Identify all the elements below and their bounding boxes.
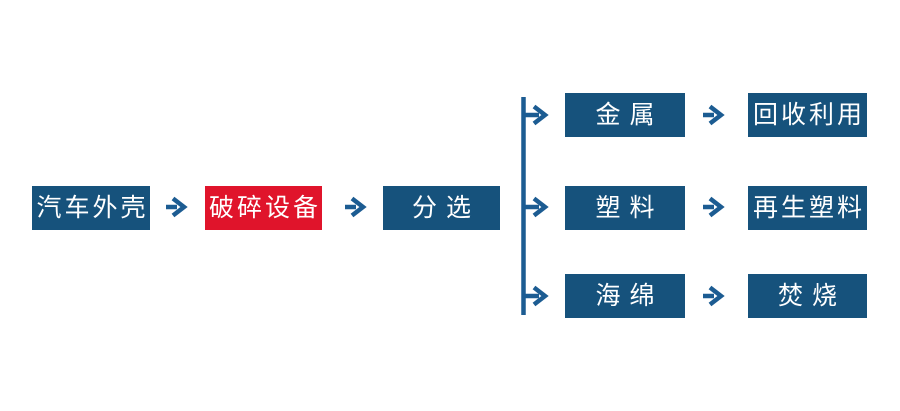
result-node-incineration: 焚烧: [748, 274, 867, 318]
result-node-recycling: 回收利用: [748, 93, 867, 137]
branch-node-sponge: 海绵: [565, 274, 685, 318]
arrow-right-icon: [703, 285, 725, 307]
arrow-right-icon: [166, 196, 188, 218]
node-sorting: 分选: [383, 186, 500, 230]
branch-node-plastic: 塑料: [565, 186, 685, 230]
arrow-right-icon: [345, 196, 367, 218]
branch-node-metal: 金属: [565, 93, 685, 137]
result-node-recycled-plastic: 再生塑料: [748, 186, 867, 230]
arrow-right-icon: [703, 196, 725, 218]
arrow-right-icon: [703, 104, 725, 126]
branch-connector-icon: [521, 97, 549, 315]
node-crushing-equipment: 破碎设备: [205, 186, 322, 230]
node-car-shell: 汽车外壳: [32, 186, 150, 230]
